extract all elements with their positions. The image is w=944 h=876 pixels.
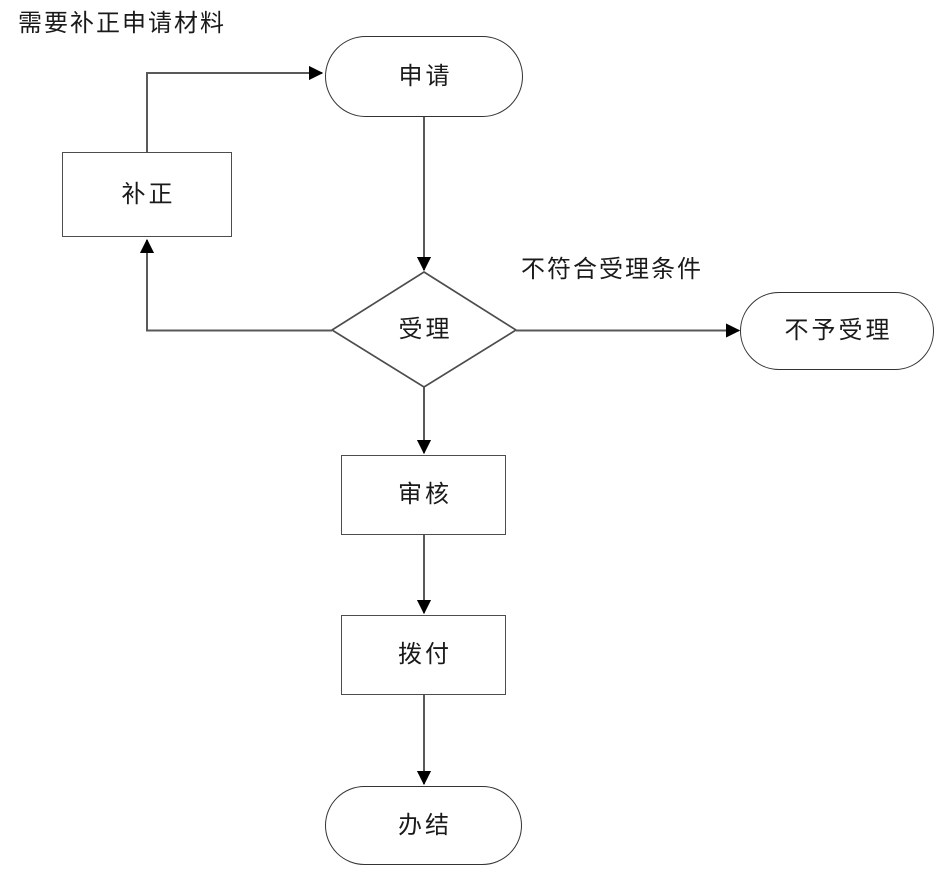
edge-supplement-to-apply (146, 65, 324, 152)
node-disburse[interactable]: 拨付 (341, 615, 506, 695)
node-complete[interactable]: 办结 (325, 786, 522, 865)
node-apply[interactable]: 申请 (325, 36, 523, 117)
node-supplement[interactable]: 补正 (62, 152, 232, 237)
edge-label-need-supplement: 需要补正申请材料 (18, 11, 226, 37)
edge-label-not-eligible: 不符合受理条件 (521, 257, 703, 283)
node-accept[interactable]: 受理 (398, 316, 453, 343)
node-reject[interactable]: 不予受理 (740, 292, 934, 370)
edge-accept-to-supplement (139, 238, 332, 332)
node-review[interactable]: 审核 (341, 455, 506, 535)
